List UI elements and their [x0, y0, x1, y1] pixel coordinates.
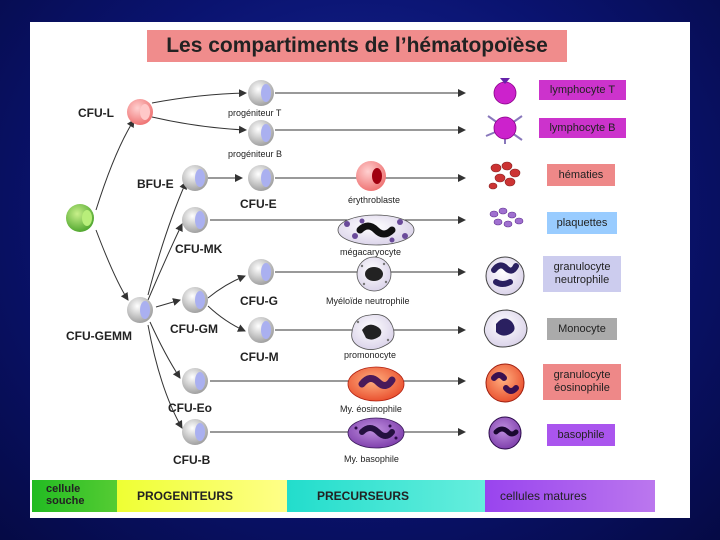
band-cellules-matures: cellules matures	[485, 480, 655, 512]
progeniteur-t-label: progéniteur T	[228, 108, 282, 118]
lymphocyte-t-cell-icon	[493, 78, 517, 105]
megacaryocyte-cell-icon	[337, 214, 415, 246]
bfu-e-cell-icon	[182, 165, 208, 191]
cfu-gemm-cell-icon	[127, 297, 153, 323]
cfu-e-cell-icon	[248, 165, 274, 191]
band-progeniteurs-label: PROGENITEURS	[137, 489, 234, 503]
granulocyte-neutrophile-cell-icon	[485, 256, 525, 296]
band-cellule-souche: cellule souche	[32, 480, 117, 512]
cfu-m-cell-icon	[248, 317, 274, 343]
granulocyte-eosinophile-cell-icon	[485, 363, 525, 403]
lymphocyte-b-box: lymphocyte B	[539, 118, 626, 138]
stem-cell-icon	[66, 204, 94, 232]
promonocyte-cell-icon	[351, 314, 395, 350]
cfu-eo-label: CFU-Eo	[168, 401, 212, 415]
cfu-e-label: CFU-E	[240, 197, 277, 211]
cfu-b-label: CFU-B	[173, 453, 211, 467]
band-cellules-matures-label: cellules matures	[500, 489, 587, 503]
cfu-gm-cell-icon	[182, 287, 208, 313]
myeloide-neutrophile-cell-icon	[356, 256, 392, 292]
cfu-gm-label: CFU-GM	[170, 322, 218, 336]
cfu-l-label: CFU-L	[78, 106, 114, 120]
plaquettes-box: plaquettes	[547, 212, 617, 234]
basophile-cell-icon	[488, 416, 522, 450]
basophile-box: basophile	[547, 424, 615, 446]
erythroblaste-label: érythroblaste	[348, 195, 401, 205]
lymphocyte-t-box: lymphocyte T	[539, 80, 626, 100]
cfu-m-label: CFU-M	[240, 350, 279, 364]
cfu-l-cell-icon	[127, 99, 153, 125]
cfu-mk-label: CFU-MK	[175, 242, 223, 256]
promonocyte-label: promonocyte	[344, 350, 397, 360]
erythroblaste-cell-icon	[356, 161, 386, 191]
my-eosinophile-cell-icon	[347, 366, 405, 402]
hematies-cells-icon	[488, 161, 521, 190]
band-progeniteurs: PROGENITEURS	[117, 480, 287, 512]
cfu-b-cell-icon	[182, 419, 208, 445]
cfu-g-cell-icon	[248, 259, 274, 285]
band-precurseurs-label: PRECURSEURS	[317, 489, 410, 503]
progenitor-cells	[127, 80, 274, 445]
granulocyte-eosinophile-box: granulocyte éosinophile	[543, 364, 621, 400]
bfu-e-label: BFU-E	[137, 177, 174, 191]
cfu-g-label: CFU-G	[240, 294, 278, 308]
arrows	[95, 89, 466, 436]
my-basophile-cell-icon	[347, 417, 405, 449]
my-eosinophile-label: My. éosinophile	[340, 404, 402, 414]
plaquettes-cells-icon	[489, 207, 524, 228]
progeniteur-t-cell-icon	[248, 80, 274, 106]
hematies-box: hématies	[547, 164, 615, 186]
progeniteur-b-label: progéniteur B	[228, 149, 283, 159]
progeniteur-b-cell-icon	[248, 120, 274, 146]
cfu-gemm-label: CFU-GEMM	[66, 329, 132, 343]
lymphocyte-b-cell-icon	[485, 115, 523, 144]
monocyte-cell-icon	[483, 309, 528, 348]
cfu-mk-cell-icon	[182, 207, 208, 233]
band-cellule-souche-label: cellule souche	[46, 483, 85, 507]
my-basophile-label: My. basophile	[344, 454, 399, 464]
band-precurseurs: PRECURSEURS	[287, 480, 485, 512]
megacaryocyte-label: mégacaryocyte	[340, 247, 402, 257]
cfu-eo-cell-icon	[182, 368, 208, 394]
page-title: Les compartiments de l’hématopoïèse	[147, 30, 567, 62]
myeloide-neutrophile-label: Myéloïde neutrophile	[326, 296, 410, 306]
granulocyte-neutrophile-box: granulocyte neutrophile	[543, 256, 621, 292]
monocyte-box: Monocyte	[547, 318, 617, 340]
